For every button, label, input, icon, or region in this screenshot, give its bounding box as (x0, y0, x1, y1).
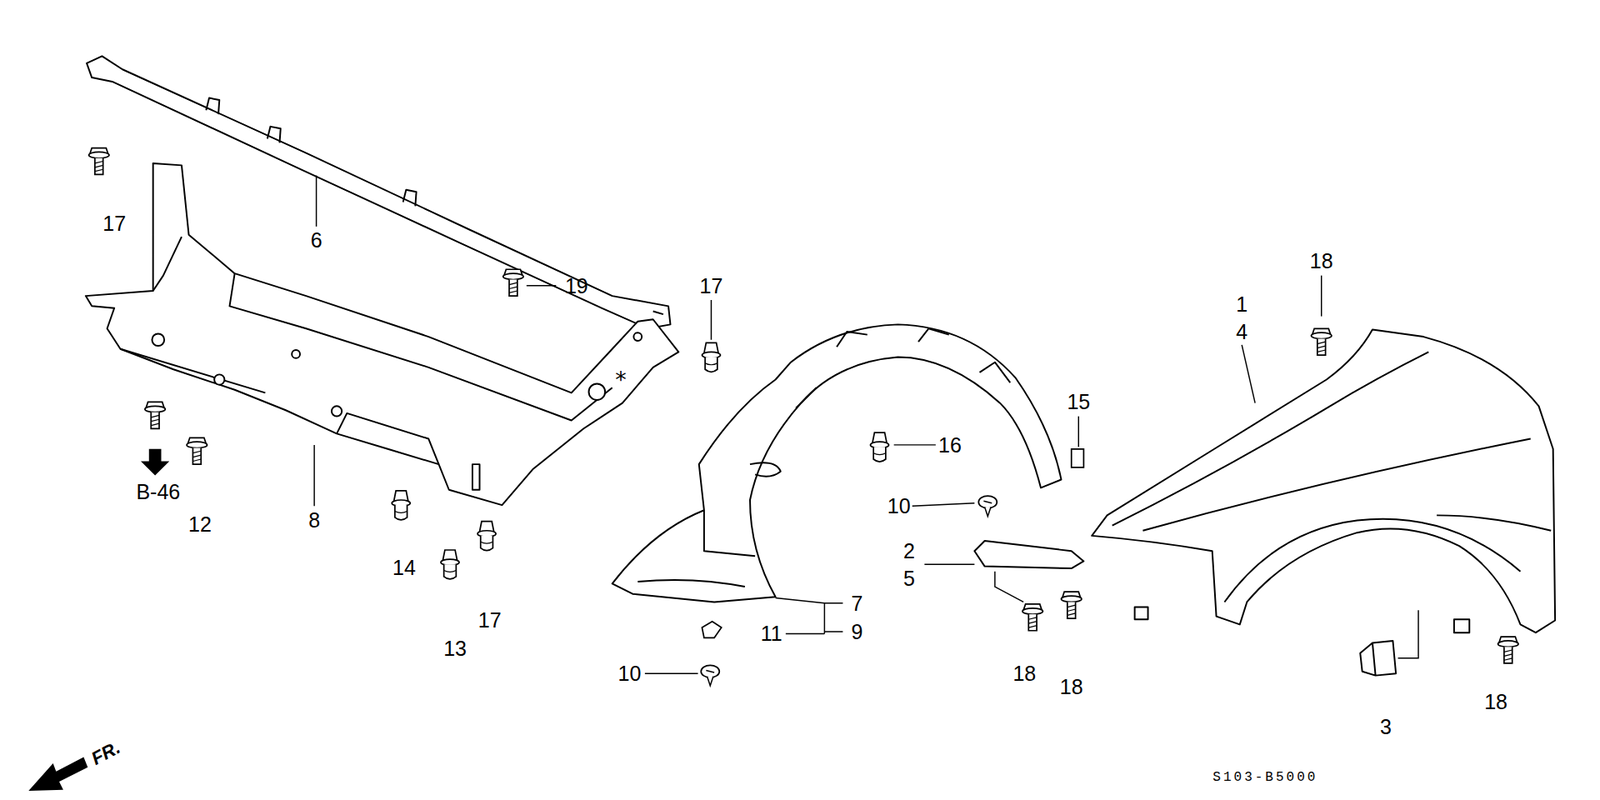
callout-number: 7 (851, 592, 864, 614)
callout-number: 10 (618, 663, 642, 685)
callout-number: 3 (1380, 715, 1392, 737)
diagram-code: S103-B5000 (1212, 770, 1318, 785)
callout-number: 18 (1012, 663, 1036, 685)
callout-number: 1 (1235, 293, 1248, 315)
callout-number: 6 (310, 229, 323, 250)
callout-number: 15 (1066, 391, 1090, 413)
callout-number: 18 (1310, 250, 1334, 272)
callout-number: 17 (102, 213, 126, 235)
callout-number: 5 (903, 568, 915, 590)
svg-text:*: * (615, 366, 626, 393)
direction-label: FR. (89, 738, 125, 769)
callout-number: 11 (760, 623, 783, 645)
callout-number: 10 (887, 495, 911, 517)
reference-code: B-46 (135, 481, 180, 503)
callout-number: 14 (392, 556, 416, 578)
callout-number: 17 (700, 275, 724, 296)
callout-number: 16 (938, 434, 962, 455)
callout-number: 8 (308, 510, 320, 531)
callout-number: 13 (443, 637, 467, 659)
callout-number: 19 (565, 275, 589, 296)
callout-number: 18 (1060, 676, 1084, 698)
callout-number: 9 (851, 620, 864, 642)
callout-number: 2 (903, 540, 915, 562)
callout-number: 18 (1484, 691, 1508, 713)
callout-number: 17 (478, 610, 502, 631)
callout-number: 4 (1235, 320, 1248, 342)
callout-number: 12 (188, 514, 212, 535)
